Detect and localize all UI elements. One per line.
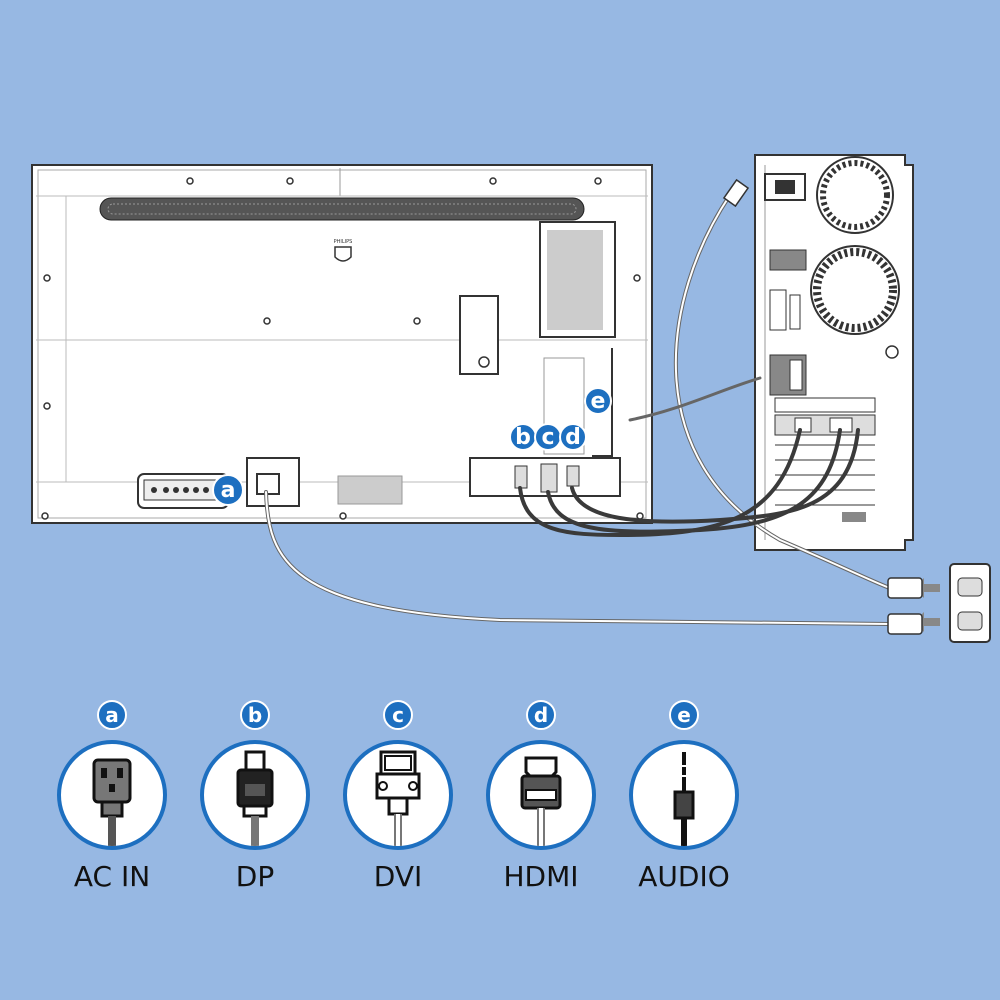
callout-b: b — [509, 423, 537, 451]
ac-power-connector-icon — [92, 758, 132, 846]
legend-item-dvi: c DVI — [338, 700, 458, 900]
legend-label-dp: DP — [235, 860, 275, 893]
legend-label-ac-in: AC IN — [73, 860, 151, 893]
hdmi-connector-icon — [520, 756, 562, 846]
svg-text:e: e — [591, 389, 606, 414]
svg-text:a: a — [221, 478, 236, 503]
badge-c: c — [383, 700, 413, 730]
cables — [264, 193, 892, 626]
svg-text:d: d — [565, 425, 581, 450]
legend-item-hdmi: d HDMI — [481, 700, 601, 900]
vent-grille — [99, 197, 585, 221]
legend-item-ac-in: a AC IN — [52, 700, 172, 900]
svg-text:b: b — [515, 425, 531, 450]
audio-jack-icon — [673, 752, 695, 846]
wall-outlet — [914, 563, 991, 643]
legend-label-audio: AUDIO — [638, 860, 730, 893]
callout-e: e — [584, 387, 612, 415]
displayport-connector-icon — [236, 750, 274, 846]
graphics-card — [774, 414, 876, 436]
plugs — [722, 178, 923, 635]
callout-d: d — [559, 423, 587, 451]
connection-diagram: PHILIPS — [31, 154, 991, 643]
badge-e: e — [669, 700, 699, 730]
badge-d: d — [526, 700, 556, 730]
callout-a: a — [212, 474, 244, 506]
badge-b: b — [240, 700, 270, 730]
legend-item-audio: e AUDIO — [624, 700, 744, 900]
badge-a: a — [97, 700, 127, 730]
legend-item-dp: b DP — [195, 700, 315, 900]
legend-label-hdmi: HDMI — [503, 860, 579, 893]
callout-c: c — [534, 423, 562, 451]
legend-label-dvi: DVI — [373, 860, 423, 893]
brand-logo: PHILIPS — [334, 239, 353, 262]
svg-text:c: c — [541, 425, 554, 450]
pc-tower — [754, 154, 914, 551]
brand-logo-text: PHILIPS — [334, 239, 353, 245]
dvi-connector-icon — [375, 750, 421, 846]
psu-power-socket — [764, 173, 806, 201]
monitor-rear: PHILIPS — [31, 164, 653, 524]
